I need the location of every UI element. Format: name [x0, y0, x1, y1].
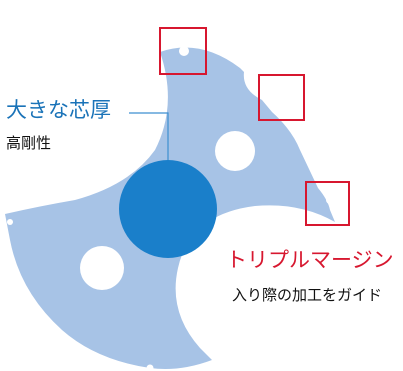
margin-notch-3 — [326, 196, 334, 204]
margin-title-label: トリプルマージン — [226, 248, 394, 272]
margin-notch-4 — [82, 351, 90, 359]
core-web-circle — [119, 160, 217, 258]
margin-box-3 — [305, 181, 350, 226]
coolant-hole-lower — [80, 246, 124, 290]
coolant-hole-upper — [215, 131, 255, 171]
margin-notch-2 — [290, 97, 298, 105]
margin-subtitle-label: 入り際の加工をガイド — [232, 286, 383, 304]
core-title-label: 大きな芯厚 — [6, 98, 111, 122]
margin-highlight-boxes — [159, 27, 350, 226]
core-subtitle-label: 高剛性 — [6, 134, 52, 152]
margin-notch-6 — [7, 219, 13, 225]
margin-box-1 — [159, 27, 207, 75]
margin-notch-5 — [146, 364, 154, 371]
core-leader-line — [129, 112, 169, 160]
margin-notches — [7, 46, 334, 371]
margin-box-2 — [258, 74, 305, 121]
margin-notch-1 — [179, 46, 189, 56]
